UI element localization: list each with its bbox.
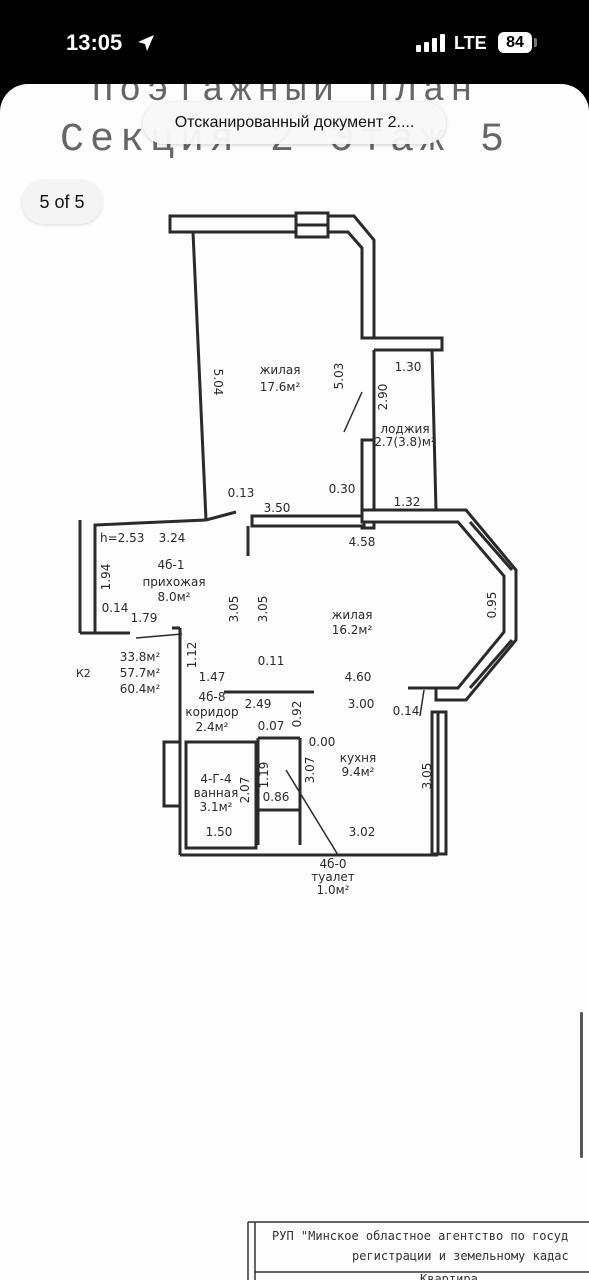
room-hallway-name: прихожая [142, 575, 205, 589]
dim-0-92: 0.92 [290, 701, 304, 728]
floor-plan[interactable]: Поэтажный план Секция 2 Этаж 5 [0, 84, 589, 1280]
dim-2-07: 2.07 [238, 777, 252, 804]
room-living1-area: 17.6м² [260, 380, 301, 394]
dim-0-14-b: 0.14 [393, 704, 420, 718]
dim-4-58: 4.58 [349, 535, 376, 549]
scrollbar[interactable] [580, 1012, 583, 1158]
totals-a: 33.8м² [120, 650, 161, 664]
dim-3-02: 3.02 [349, 825, 376, 839]
room-hallway-id: 4б-1 [158, 558, 185, 572]
stamp-line3: Квартира [420, 1272, 478, 1280]
dim-1-47: 1.47 [199, 670, 226, 684]
wall-left-living1 [191, 231, 208, 521]
dim-2-90: 2.90 [376, 384, 390, 411]
totals-code: К2 [76, 667, 91, 680]
dim-3-24: 3.24 [159, 531, 186, 545]
wall-top [168, 214, 376, 340]
cellular-signal-icon [416, 34, 445, 52]
wall-upper-bar [250, 514, 366, 528]
dim-1-50: 1.50 [206, 825, 233, 839]
stamp-line2: регистрации и земельному кадас [352, 1249, 569, 1263]
room-loggia-name: лоджия [380, 422, 429, 436]
dim-0-11: 0.11 [258, 654, 285, 668]
dim-4-60: 4.60 [345, 670, 372, 684]
loggia-wall [360, 438, 376, 530]
room-corridor-area: 2.4м² [196, 720, 229, 734]
dim-0-30: 0.30 [329, 482, 356, 496]
dim-0-13: 0.13 [228, 486, 255, 500]
dim-1-32: 1.32 [394, 495, 421, 509]
dim-0-00: 0.00 [309, 735, 336, 749]
network-type: LTE [454, 33, 487, 53]
document-title[interactable]: Отсканированный документ 2.... [143, 102, 446, 144]
battery-tip [534, 38, 537, 47]
wall-mid-horizontal [80, 518, 207, 635]
room-toilet-area: 1.0м² [317, 883, 350, 897]
dim-1-19: 1.19 [257, 762, 271, 789]
dim-0-95: 0.95 [485, 592, 499, 619]
room-bath-area: 3.1м² [200, 800, 233, 814]
battery-level: 84 [506, 34, 524, 51]
wall-right-living1 [374, 336, 444, 352]
totals-b: 57.7м² [120, 666, 161, 680]
dim-0-86: 0.86 [263, 790, 290, 804]
room-loggia-area: 2.7(3.8)м² [374, 435, 436, 449]
dim-3-50: 3.50 [264, 501, 291, 515]
room-corridor-name: коридор [185, 705, 238, 719]
dim-5-04: 5.04 [211, 369, 225, 396]
location-arrow-icon [138, 35, 154, 51]
bath-niche [162, 740, 182, 808]
stamp-line1: РУП "Минское областное агентство по госу… [272, 1229, 568, 1243]
dim-1-94: 1.94 [99, 564, 113, 591]
room-kitchen-name: кухня [340, 751, 377, 765]
room-living2-name: жилая [332, 608, 373, 622]
dim-3-05-b: 3.05 [256, 596, 270, 623]
room-living1-name: жилая [260, 363, 301, 377]
dim-0-14-a: 0.14 [102, 601, 129, 615]
totals-c: 60.4м² [120, 682, 161, 696]
dim-1-12: 1.12 [185, 642, 199, 669]
dim-3-00: 3.00 [348, 697, 375, 711]
room-corridor-id: 4б-8 [199, 690, 226, 704]
battery-icon: 84 [498, 32, 532, 53]
dim-1-79: 1.79 [131, 611, 158, 625]
room-living2-area: 16.2м² [332, 623, 373, 637]
status-time: 13:05 [66, 30, 123, 55]
dim-0-07: 0.07 [258, 719, 285, 733]
dim-3-07: 3.07 [303, 757, 317, 784]
room-toilet-id: 4б-0 [320, 857, 347, 871]
dim-1-30: 1.30 [395, 360, 422, 374]
room-hallway-area: 8.0м² [158, 590, 191, 604]
dim-3-05-a: 3.05 [227, 596, 241, 623]
room-kitchen-area: 9.4м² [342, 765, 375, 779]
dim-2-49: 2.49 [245, 697, 272, 711]
room-bath-name: ванная [194, 786, 239, 800]
stamp-table [247, 1221, 589, 1280]
ceiling-height: h=2.53 [100, 531, 144, 545]
document-viewer[interactable]: Поэтажный план Секция 2 Этаж 5 [0, 84, 589, 1280]
status-bar: 13:05 LTE 84 [0, 0, 589, 80]
dim-3-05-c: 3.05 [420, 763, 434, 790]
room-toilet-name: туалет [311, 870, 355, 884]
room-bath-id: 4-Г-4 [200, 772, 231, 786]
page-indicator: 5 of 5 [22, 180, 102, 224]
dim-5-03: 5.03 [332, 363, 346, 390]
